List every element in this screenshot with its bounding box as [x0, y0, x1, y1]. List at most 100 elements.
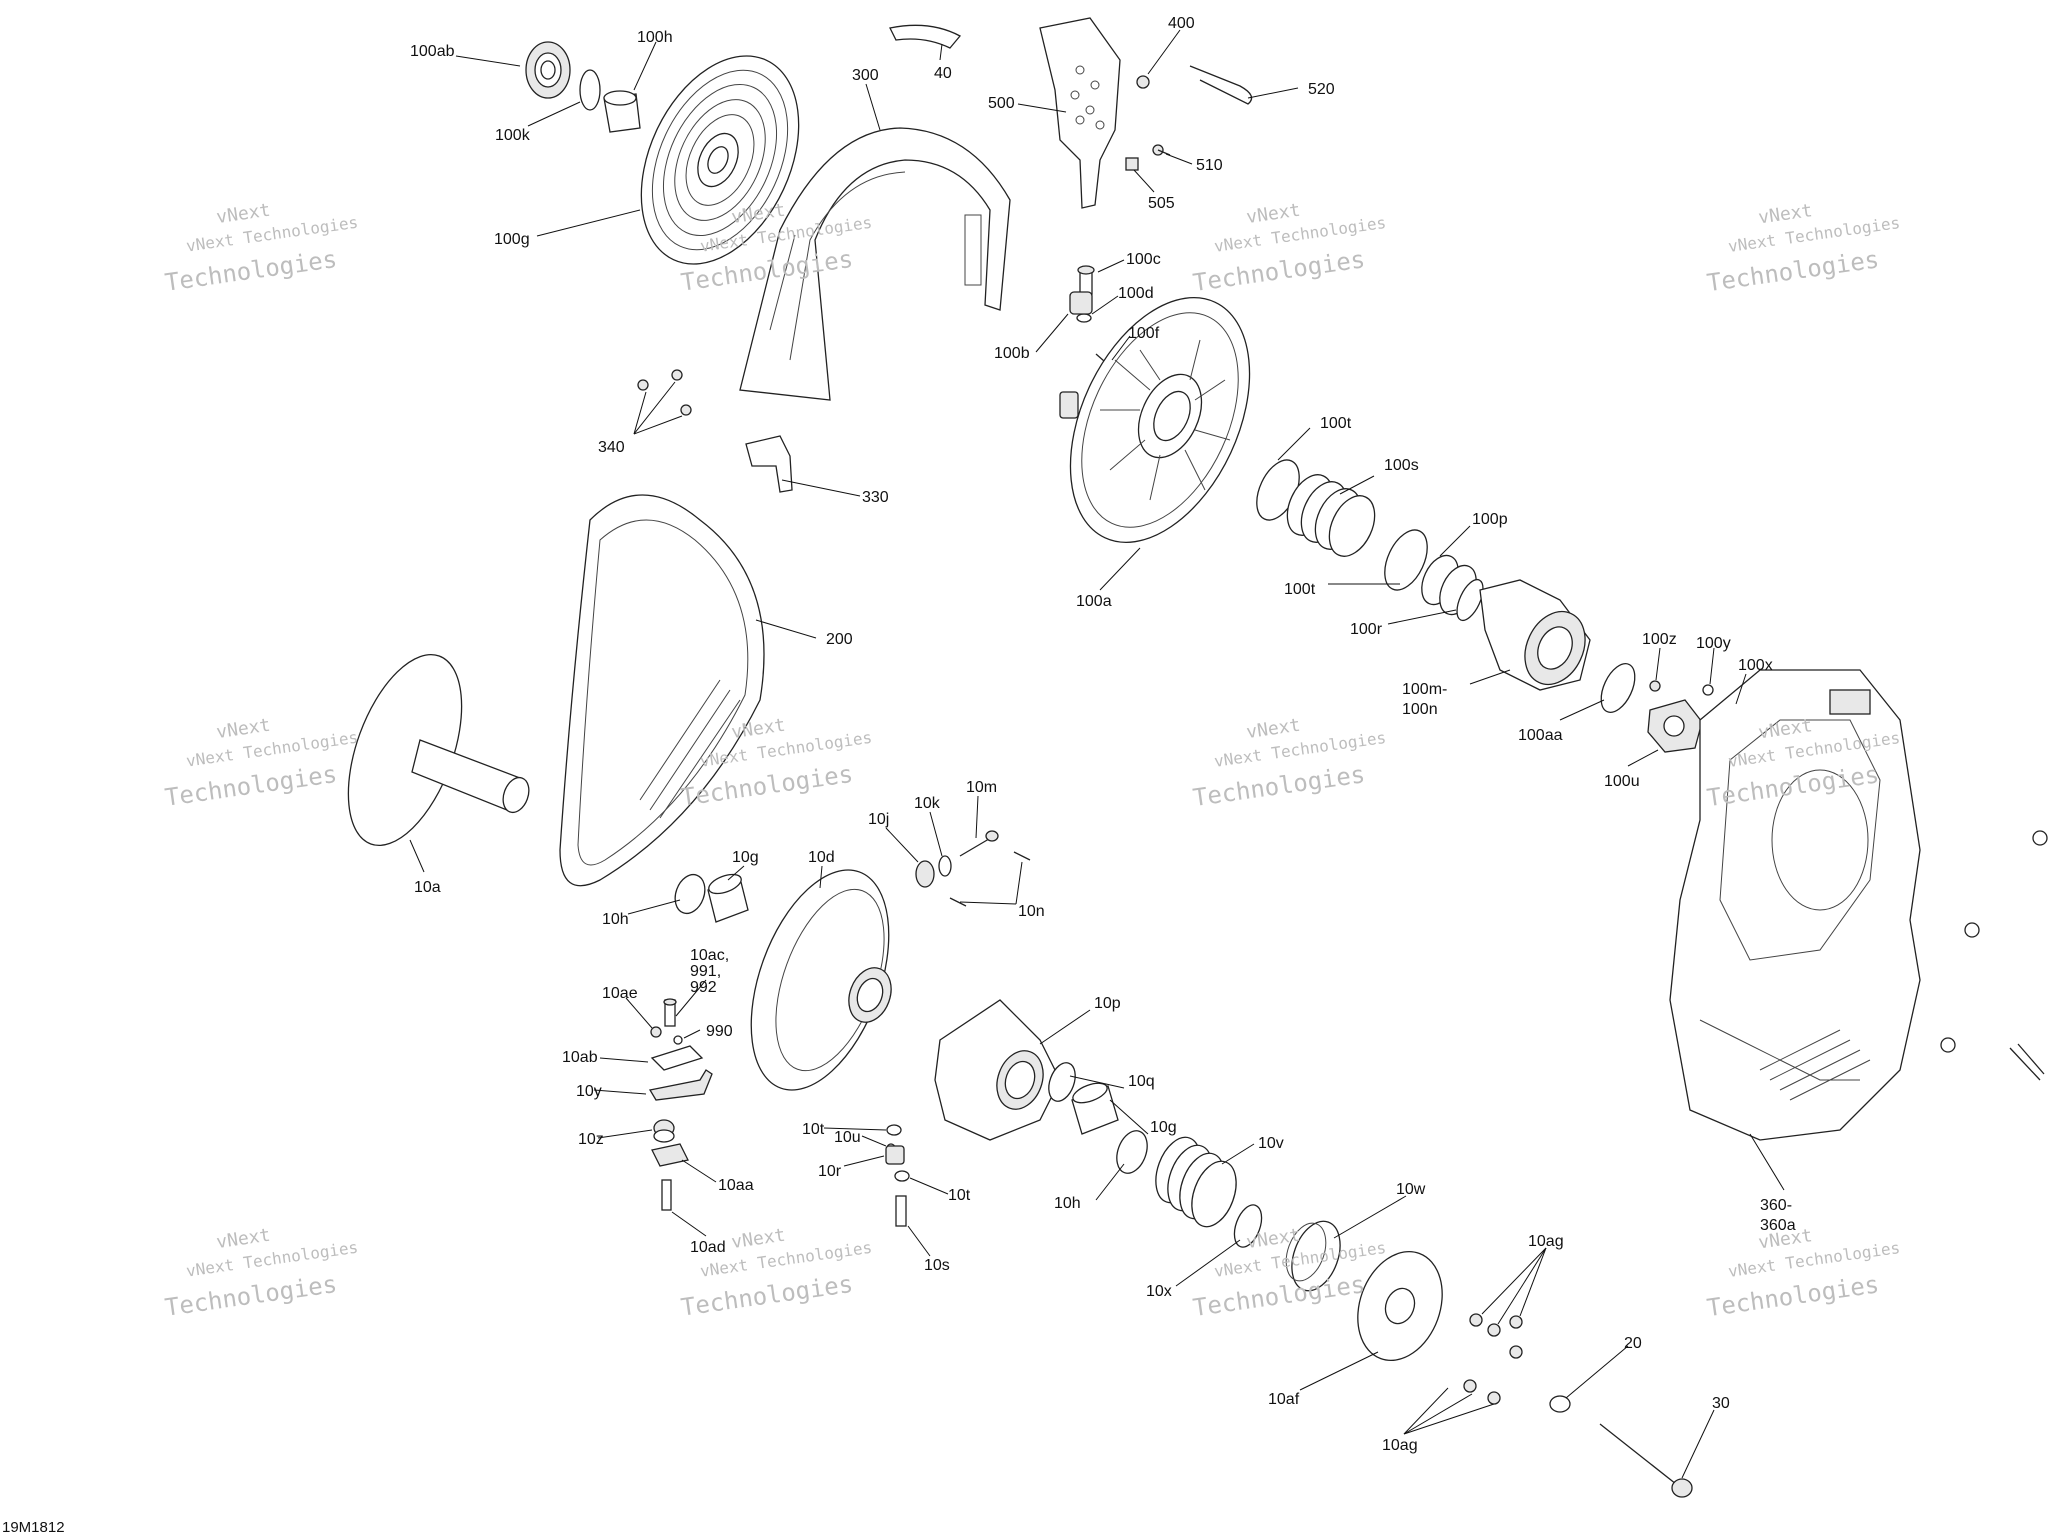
callout-100a: 100a [1076, 593, 1112, 610]
part-100a-fixed-sheave [1069, 297, 1251, 543]
callout-10ae: 10ae [602, 985, 638, 1002]
part-100z-nut [1649, 680, 1661, 692]
part-10z-bushing [653, 1119, 675, 1143]
callout-100z: 100z [1642, 631, 1677, 648]
part-340-nuts [637, 369, 692, 416]
callout-10j: 10j [868, 811, 889, 828]
callout-10x: 10x [1146, 1283, 1172, 1300]
part-10ad-pin [661, 1179, 672, 1211]
callout-10t-lower: 10t [948, 1187, 971, 1204]
part-505-spacer [1125, 157, 1139, 171]
part-10y-weight [648, 1069, 713, 1101]
callout-100s: 100s [1384, 457, 1419, 474]
callout-10y: 10y [576, 1083, 602, 1100]
callout-200: 200 [826, 631, 853, 648]
part-520-clip [1189, 65, 1253, 105]
callout-10w: 10w [1396, 1181, 1426, 1198]
callout-100r: 100r [1350, 621, 1383, 638]
callout-360-line1: 360- [1760, 1197, 1792, 1214]
callout-100n: 100n [1402, 701, 1438, 718]
part-40-shim [889, 24, 962, 49]
callout-10ad: 10ad [690, 1239, 726, 1256]
callout-100b: 100b [994, 345, 1030, 362]
part-10ab-plate [650, 1045, 704, 1071]
part-10n-pin-upper [1013, 851, 1031, 861]
part-10k-washer [938, 855, 952, 877]
callout-10ac-line2: 991, [690, 963, 721, 980]
part-100m-100n-cam [1479, 579, 1591, 691]
callout-10s: 10s [924, 1257, 950, 1274]
callout-labels: 100ab 100h 100k 100g 40 300 500 400 520 … [410, 15, 1796, 1454]
part-10af-cover [1357, 1250, 1443, 1362]
part-360-housing-cover [1669, 669, 1921, 1141]
part-100b-spacer [1059, 391, 1079, 419]
part-10h-ring-upper [674, 873, 706, 915]
part-10a-fixed-sheave [347, 653, 530, 847]
callout-100t-upper: 100t [1320, 415, 1352, 432]
part-200-drive-belt [559, 494, 765, 887]
part-10j-roller [915, 860, 935, 888]
callout-10ab: 10ab [562, 1049, 598, 1066]
part-100d-o-ring [1076, 313, 1092, 323]
watermark: vNext [730, 1225, 787, 1253]
callout-100t-lower: 100t [1284, 581, 1316, 598]
callout-10af: 10af [1268, 1391, 1300, 1408]
part-30-bolt [1599, 1423, 1693, 1498]
part-10g-bushing-upper [707, 873, 749, 923]
part-10g-bushing-lower [1071, 1082, 1119, 1135]
part-10t-washer-lower [894, 1170, 910, 1182]
callout-100m: 100m- [1402, 681, 1447, 698]
callout-990: 990 [706, 1023, 733, 1040]
part-100aa-washer [1600, 663, 1636, 713]
part-100g-driven-sheave [640, 55, 800, 265]
callout-10ag-lower: 10ag [1382, 1437, 1418, 1454]
part-10v-spring [1155, 1136, 1237, 1228]
callout-10v: 10v [1258, 1135, 1284, 1152]
callout-100k: 100k [495, 127, 531, 144]
callout-10z: 10z [578, 1131, 604, 1148]
callout-100g: 100g [494, 231, 530, 248]
part-10s-pin [895, 1195, 907, 1227]
part-10aa-link [651, 1143, 689, 1167]
callout-10t-upper: 10t [802, 1121, 825, 1138]
part-10r-roller [885, 1145, 905, 1165]
part-10h-ring-lower [1116, 1130, 1148, 1174]
callout-10d: 10d [808, 849, 835, 866]
part-edge-clip [2009, 1043, 2045, 1081]
callout-10h-upper: 10h [602, 911, 629, 928]
callout-10g-lower: 10g [1150, 1119, 1177, 1136]
part-100u-retainer [1647, 699, 1703, 753]
part-edge-screw-mid [1964, 922, 1980, 938]
callout-10ag-upper: 10ag [1528, 1233, 1564, 1250]
part-10n-pin-lower [949, 897, 967, 907]
part-100t-ring-lower [1384, 529, 1428, 591]
callout-10ac-line1: 10ac, [690, 947, 729, 964]
part-10ae-screw [650, 1026, 662, 1038]
callout-400: 400 [1168, 15, 1195, 32]
callout-300: 300 [852, 67, 879, 84]
callout-500: 500 [988, 95, 1015, 112]
part-990-nut [673, 1035, 683, 1045]
callout-10ac-line3: 992 [690, 979, 717, 996]
part-10d-movable-sheave [750, 869, 892, 1091]
part-edge-screw-low [1940, 1037, 1956, 1053]
watermark: vNext [1245, 715, 1302, 743]
callout-40: 40 [934, 65, 952, 82]
callout-100c: 100c [1126, 251, 1161, 268]
part-100ab-bearing [525, 41, 571, 99]
callout-10r: 10r [818, 1163, 842, 1180]
part-10m-bolt [959, 830, 999, 857]
callout-100y: 100y [1696, 635, 1731, 652]
callout-100p: 100p [1472, 511, 1508, 528]
part-10x-ring [1233, 1204, 1263, 1248]
callout-100ab: 100ab [410, 43, 455, 60]
watermark: vNext [1245, 200, 1302, 228]
callout-520: 520 [1308, 81, 1335, 98]
part-100y-washer [1702, 684, 1714, 696]
part-400-nut [1136, 75, 1150, 89]
part-300-belt-guard [739, 127, 1011, 401]
callout-10m: 10m [966, 779, 997, 796]
callout-330: 330 [862, 489, 889, 506]
watermark: vNext [215, 200, 272, 228]
